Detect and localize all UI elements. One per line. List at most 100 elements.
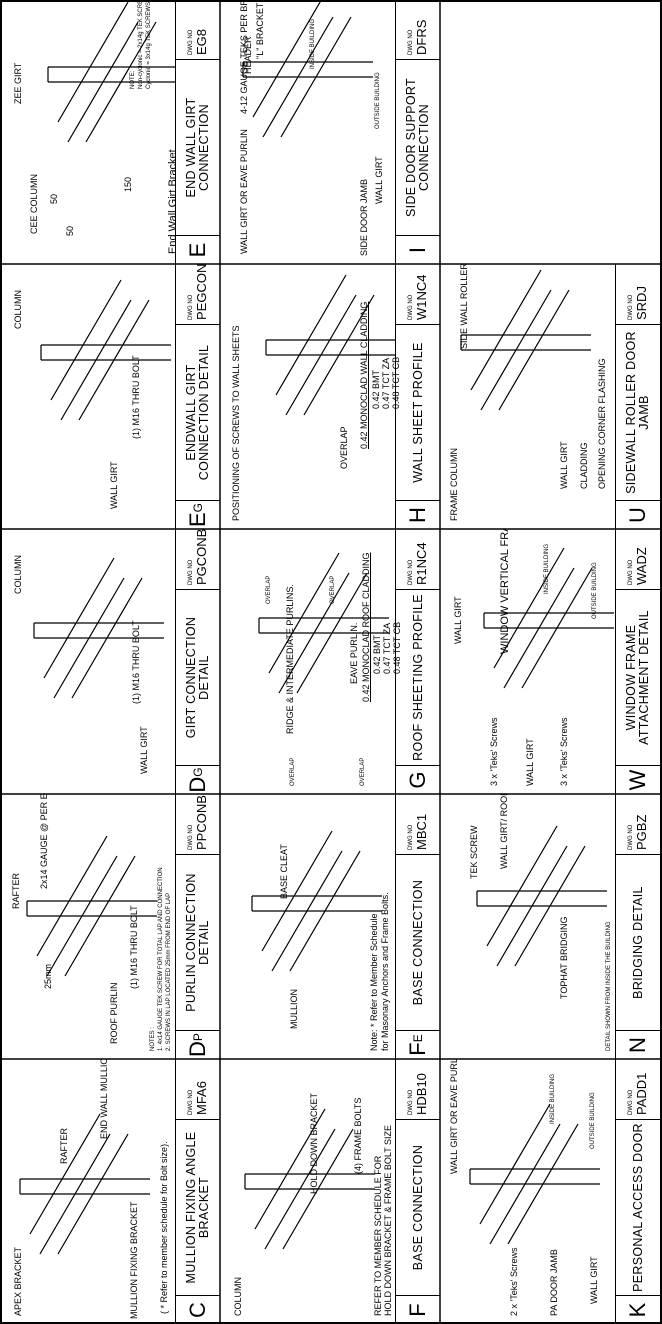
callout-label: WINDOW VERTICAL FRAME (WALL GIRT) [499, 529, 511, 654]
callout-label: CEE COLUMN [29, 173, 39, 234]
callout-label: 50 [65, 225, 75, 236]
callout-label: 0.42 MONOCLAD ROOF CLADDING [361, 552, 371, 702]
callout-label: COLUMN [13, 554, 23, 594]
callout-label: WALL GIRT [139, 726, 149, 774]
callout-label: END WALL MULLIONS [99, 1059, 109, 1139]
detail-title: PERSONAL ACCESS DOOR [616, 1119, 660, 1295]
callout-label: WALL GIRT OR EAVE PURLIN [239, 129, 249, 254]
callout-label: WALL GIRT [559, 441, 569, 489]
detail-letter: W [616, 765, 660, 794]
callout-label: OVERLAP [339, 426, 349, 469]
detail-sketch [483, 547, 614, 689]
callout-label: 0.42 MONOCLAD WALL CLADDING [359, 301, 369, 449]
callout-label: WALL GIRT [589, 1256, 599, 1304]
callout-label: WALL GIRT [525, 738, 535, 786]
callout-label: 3 x 'Teks' Screws [489, 717, 499, 786]
callout-label: WALL GIRT/ ROOF PURLIN [499, 794, 509, 869]
callout-label: 50 [49, 193, 59, 204]
callout-label: OVERLAP [330, 575, 336, 604]
callout-label: CLADDING [579, 442, 589, 489]
detail-letter: C [176, 1295, 220, 1324]
detail-letter: I [396, 235, 440, 264]
callout-label: "L" BRACKET [255, 2, 265, 59]
detail-sketch [40, 279, 171, 421]
callout-label: (1) M16 THRU BOLT [129, 905, 139, 989]
detail-sketch [47, 1, 176, 143]
callout-label: ZEE GIRT [13, 62, 23, 104]
callout-label: APEX BRACKET [13, 1246, 23, 1316]
detail-title: BASE CONNECTION [396, 854, 440, 1030]
detail-letter: F [396, 1295, 440, 1324]
callout-label: PA DOOR JAMB [549, 1249, 559, 1316]
callout-label: WALL GIRT [374, 156, 384, 204]
callout-label: 25mm [43, 963, 53, 989]
callout-label: OPENING CORNER FLASHING [597, 358, 607, 489]
callout-label: RAFTER [11, 873, 21, 909]
callout-label: OVERLAP [290, 757, 296, 786]
callout-label: 1. 4x14 GAUGE TEK SCREW FOR TOTAL LAP AN… [158, 867, 164, 1051]
detail-title: WINDOW FRAME ATTACHMENT DETAIL [616, 589, 660, 765]
detail-title: BRIDGING DETAIL [616, 854, 660, 1030]
callout-label: DETAIL SHOWN FROM INSIDE THE BUILDING [606, 921, 612, 1051]
callout-label: Note: * Refer to Member Schedule [369, 913, 379, 1051]
detail-title: GIRT CONNECTION DETAIL [176, 589, 220, 765]
detail-sketch [33, 557, 164, 699]
callout-label: 3 x 'Teks' Screws [559, 717, 569, 786]
callout-label: EAVE PURLIN. [349, 622, 359, 684]
detail-sketch [26, 835, 157, 977]
detail-title: END WALL GIRT CONNECTION [176, 59, 220, 235]
callout-label: ( * Refer to member schedule for Bolt si… [159, 1141, 169, 1314]
callout-label: COLUMN [233, 1276, 243, 1316]
detail-title: MULLION FIXING ANGLE BRACKET [176, 1119, 220, 1295]
detail-letter: H [396, 500, 440, 529]
detail-letter: N [616, 1030, 660, 1059]
callout-label: (1) M16 THRU BOLT [131, 355, 141, 439]
detail-sketch [19, 1113, 150, 1255]
callout-label: ROOF PURLIN [109, 982, 119, 1044]
callout-label: WALL GIRT OR EAVE PURLIN [449, 1059, 459, 1174]
callout-label: 2 x 'Teks' Screws [509, 1247, 519, 1316]
callout-label: (1) M16 THRU BOLT [131, 620, 141, 704]
detail-panel: WALL GIRT OR EAVE PURLIN 2 x 'Teks' Screw… [440, 1059, 660, 1324]
detail-title: PURLIN CONNECTION DETAIL [176, 854, 220, 1030]
callout-label: BASE CLEAT [279, 844, 289, 899]
detail-title: WALL SHEET PROFILE [396, 324, 440, 500]
callout-label: TEK SCREW [469, 825, 479, 879]
callout-label: 2. SCREWS IN LAP LOCATED 25mm FROM END O… [166, 892, 172, 1051]
callout-label: NOTE: [130, 70, 136, 89]
callout-label: OUTSIDE BUILDING [590, 1092, 596, 1149]
detail-sketch [460, 269, 591, 411]
